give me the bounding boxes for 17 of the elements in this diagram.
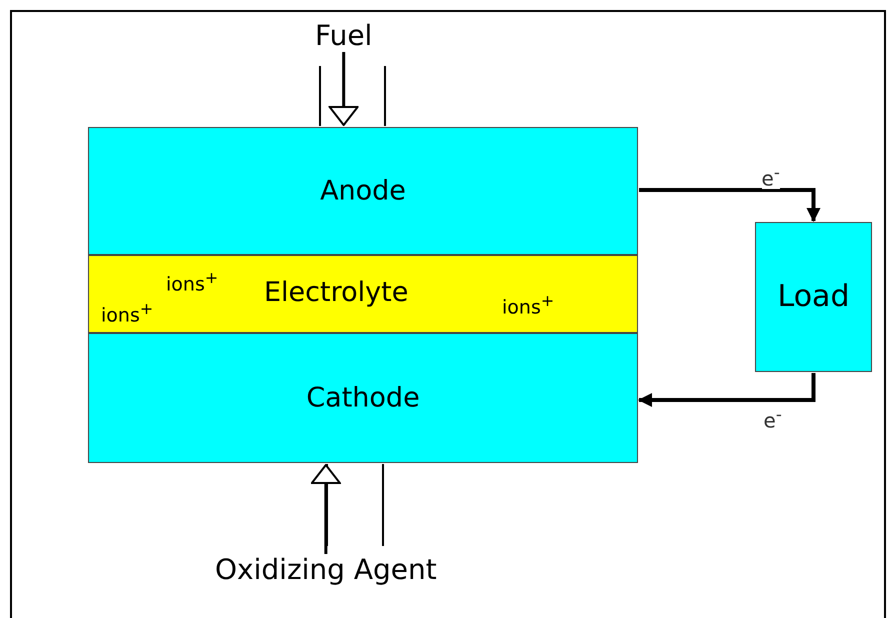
- layer-label: Anode: [320, 178, 406, 204]
- layer-label: Load: [778, 282, 850, 312]
- ion-label: ions$^{+}$: [166, 270, 218, 294]
- anode-layer: [88, 127, 638, 255]
- ion-label: ions$^{+}$: [101, 301, 154, 326]
- flow-arrow: [328, 52, 359, 126]
- layer-label: Electrolyte: [264, 279, 408, 306]
- cathode-layer: [88, 333, 638, 463]
- electrolyte-layer: [88, 255, 638, 333]
- layer-label: Cathode: [306, 384, 420, 412]
- circuit-wire: [639, 188, 820, 222]
- flow-arrow: [310, 464, 341, 554]
- load-box: [755, 222, 872, 372]
- fuel-label: Fuel: [315, 22, 372, 50]
- ion-label: ions$^{+}$: [502, 293, 554, 318]
- circuit-wire: [638, 373, 816, 407]
- oxidizing-agent-label: Oxidizing Agent: [215, 556, 437, 584]
